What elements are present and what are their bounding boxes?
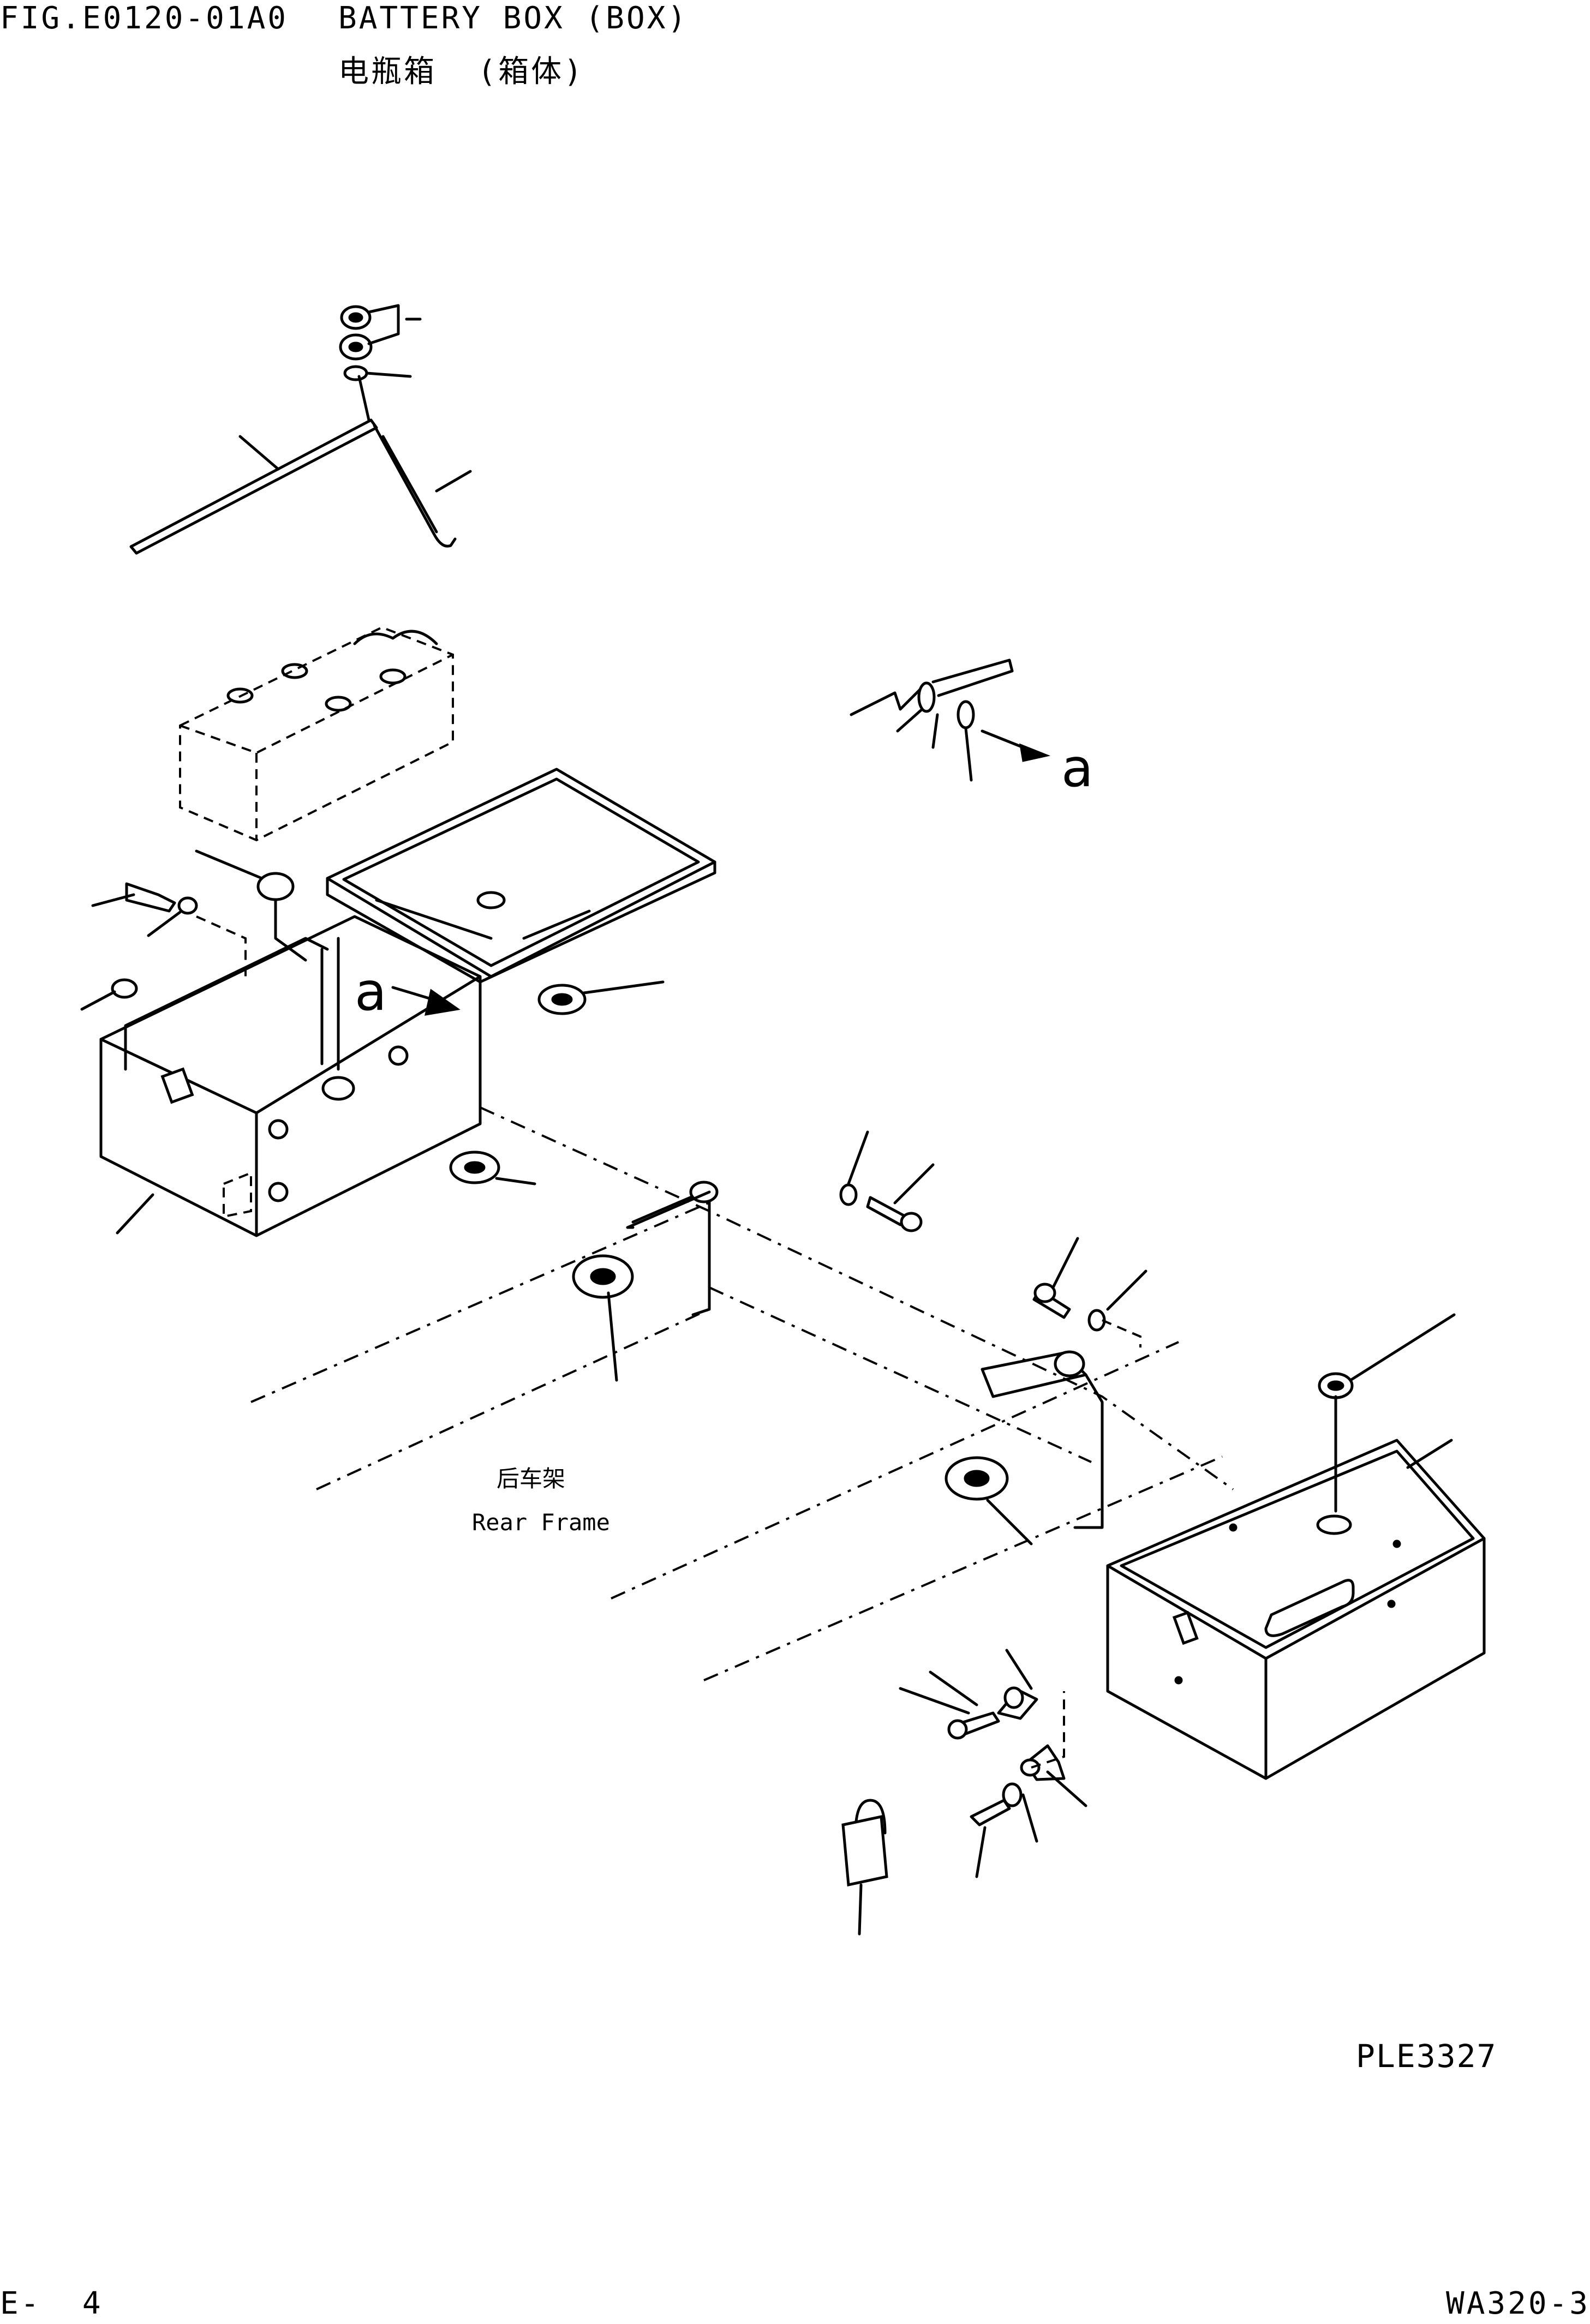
marker-a-left-label: a xyxy=(355,961,387,1022)
left-battery-box xyxy=(99,915,482,1237)
center-bolts xyxy=(839,1130,1147,1347)
rear-frame-beam xyxy=(250,1106,1234,1681)
model-code: WA320-3 xyxy=(1446,2286,1590,2321)
battery-tray xyxy=(326,768,716,984)
lower-hardware xyxy=(899,1649,1087,1878)
cushion-left xyxy=(537,980,665,1015)
battery-hold-nuts xyxy=(339,304,422,381)
figure-code: FIG.E0120-01A0 xyxy=(0,1,289,36)
figure-title-cn: 电瓶箱 (箱体) xyxy=(338,54,584,89)
top-right-bracket xyxy=(850,658,1051,782)
rear-frame-en-label: Rear Frame xyxy=(472,1509,610,1536)
marker-a-left xyxy=(391,986,461,1016)
rear-frame-cn-label: 后车架 xyxy=(497,1465,566,1492)
marker-a-right-label: a xyxy=(1061,738,1093,799)
battery-body xyxy=(179,626,454,842)
right-battery-box xyxy=(1106,1313,1486,1780)
cushion-middle xyxy=(449,1151,634,1382)
battery-hold-rods xyxy=(129,375,472,555)
figure-title-en: BATTERY BOX (BOX) xyxy=(338,1,689,36)
padlock-icon xyxy=(841,1799,888,1936)
plate-code: PLE3327 xyxy=(1356,2038,1497,2075)
left-bolts xyxy=(80,849,307,1011)
page-number: E- 4 xyxy=(0,2286,103,2321)
